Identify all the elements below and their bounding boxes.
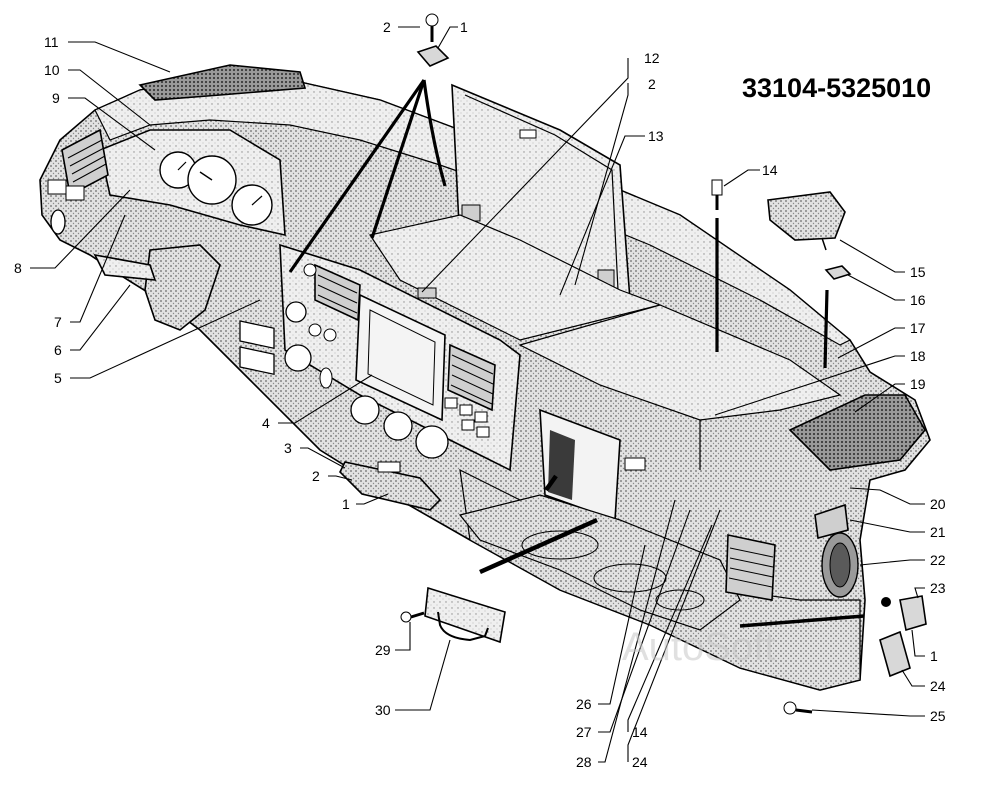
callout-10: 10 [44,62,60,78]
callout-5: 5 [54,370,62,386]
right-storage-tray [518,304,842,421]
callout-17: 17 [910,320,926,336]
callout-9: 9 [52,90,60,106]
assembly-arrows [288,79,865,628]
screw-25 [783,701,813,715]
callout-18: 18 [910,348,926,364]
callout-24-right: 24 [930,678,946,694]
callout-4: 4 [262,415,270,431]
clip-1-top [416,45,450,67]
leader-lines [30,26,925,763]
callout-29: 29 [375,642,391,658]
screw-23 [881,597,891,607]
ashtray [339,461,442,511]
callout-8: 8 [14,260,22,276]
callout-14-top: 14 [762,162,778,178]
clip-16 [824,265,852,280]
callout-2-left: 2 [312,468,320,484]
callout-numbers: 2 1 11 10 9 8 7 6 5 4 3 2 1 12 2 13 14 1… [14,19,946,770]
callout-13: 13 [648,128,664,144]
callout-26: 26 [576,696,592,712]
callout-3: 3 [284,440,292,456]
callout-21: 21 [930,524,946,540]
lid-latch [417,287,437,299]
defroster-grille-left [138,64,307,101]
watermark: AutoSoft [622,625,775,669]
left-side-vent [47,128,109,235]
callout-30: 30 [375,702,391,718]
callout-22: 22 [930,552,946,568]
callout-23: 23 [930,580,946,596]
callout-2-top: 2 [383,19,391,35]
callout-11: 11 [44,34,59,50]
callout-2-right: 2 [648,76,656,92]
clip-1-right [899,595,927,632]
callout-24-bottom: 24 [632,754,648,770]
screw-29 [400,611,425,623]
callout-14-bottom: 14 [632,724,648,740]
lower-trim-left [93,253,157,281]
callout-28: 28 [576,754,592,770]
right-side-vents [725,503,859,601]
callout-20: 20 [930,496,946,512]
diagram-title: 33104-5325010 [742,73,931,103]
bracket-24-right [879,630,911,678]
callout-19: 19 [910,376,926,392]
screw-2-top [425,13,439,42]
callout-1-top: 1 [460,19,468,35]
center-console [239,243,521,472]
screw-14 [711,179,723,210]
callout-25: 25 [930,708,946,724]
callout-27: 27 [576,724,592,740]
callout-7: 7 [54,314,62,330]
pad-cover [767,191,846,241]
callout-12: 12 [644,50,660,66]
glove-box [539,408,646,522]
callout-16: 16 [910,292,926,308]
callout-15: 15 [910,264,926,280]
steering-column-shroud [144,244,221,331]
instrument-cluster [99,129,286,237]
callout-6: 6 [54,342,62,358]
grab-handle-30 [424,586,506,644]
defroster-grille-right [788,394,926,471]
callout-1-right: 1 [930,648,938,664]
callout-1-left: 1 [342,496,350,512]
